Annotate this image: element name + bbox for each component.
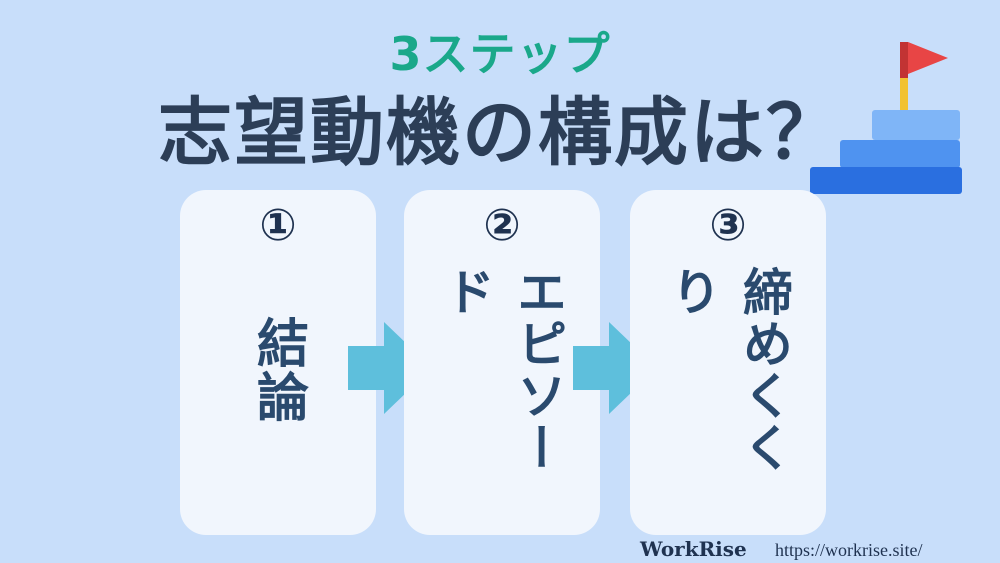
stairs-flag-icon (810, 42, 962, 194)
step-label: 締めくくり (663, 266, 793, 474)
site-url[interactable]: https://workrise.site/ (775, 540, 923, 560)
right-arrow-icon (348, 322, 432, 414)
step-number: ② (483, 200, 521, 251)
page-title: 志望動機の構成は？ (158, 90, 842, 176)
step-card-1: ① 結論 (180, 190, 376, 535)
brand-logo: WorkRise (640, 537, 747, 561)
step-number: ③ (709, 200, 747, 251)
step-card-2: ② エピソード (404, 190, 600, 535)
step-label: 結論 (247, 316, 308, 424)
step-label: エピソード (437, 266, 567, 474)
right-arrow-icon (573, 322, 657, 414)
step-card-3: ③ 締めくくり (630, 190, 826, 535)
subtitle: 3ステップ (389, 27, 611, 81)
step-number: ① (259, 200, 297, 251)
